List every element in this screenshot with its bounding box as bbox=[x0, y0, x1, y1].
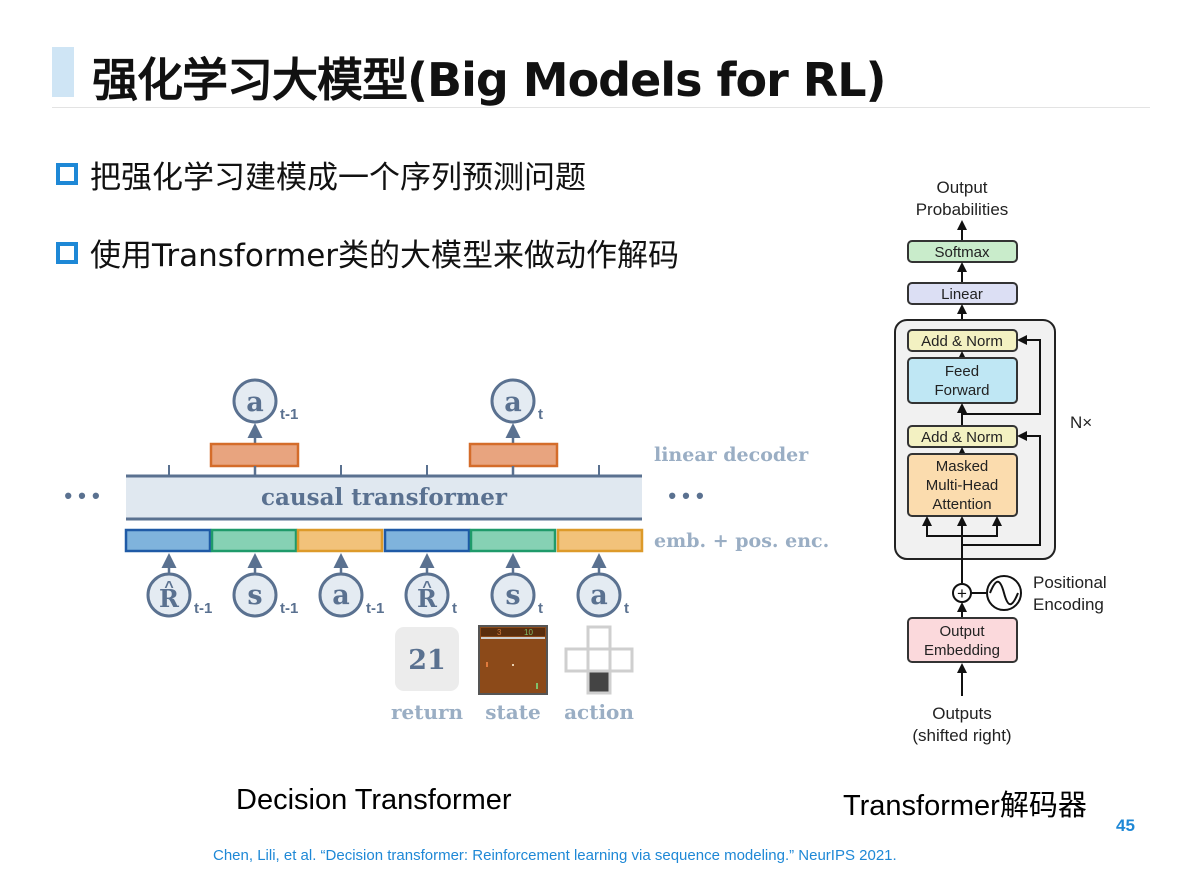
node-symbol: a bbox=[590, 580, 608, 611]
decision-transformer-diagram: a t-1 a t causal transformer • • • • • •… bbox=[64, 378, 829, 724]
bullet-text-2: 使用Transformer类的大模型来做动作解码 bbox=[90, 238, 680, 274]
game-score-left: 3 bbox=[497, 628, 502, 637]
plus-symbol: + bbox=[957, 584, 967, 603]
sine-wave-icon bbox=[986, 575, 1022, 611]
bullet-square-icon bbox=[56, 163, 78, 185]
return-example-label: return bbox=[391, 700, 464, 724]
transformer-decoder-diagram: Output Probabilities Softmax Linear Add … bbox=[894, 178, 1107, 745]
node-symbol: a bbox=[246, 387, 264, 418]
node-symbol: a bbox=[504, 387, 522, 418]
causal-transformer-label: causal transformer bbox=[261, 484, 508, 511]
title-divider bbox=[52, 107, 1150, 108]
feed-forward-label-1: Feed bbox=[945, 363, 979, 380]
bullet-text-1: 把强化学习建模成一个序列预测问题 bbox=[90, 160, 586, 196]
game-score-right: 10 bbox=[524, 628, 533, 637]
action-dpad-icon bbox=[564, 625, 634, 695]
return-embedding-token bbox=[124, 528, 212, 553]
page-number: 45 bbox=[1116, 816, 1135, 835]
node-subscript: t-1 bbox=[280, 406, 298, 423]
input-action-node-t-1: a t-1 bbox=[318, 572, 384, 618]
action-example-label: action bbox=[564, 700, 634, 724]
return-example-value: 21 bbox=[408, 645, 446, 676]
causal-transformer-block bbox=[126, 476, 642, 519]
node-subscript: t bbox=[624, 600, 629, 617]
node-subscript: t bbox=[452, 600, 457, 617]
linear-decoder-block bbox=[209, 442, 300, 468]
ellipsis-left: • • • bbox=[64, 483, 99, 508]
return-example-card bbox=[395, 627, 459, 691]
action-embedding-token bbox=[556, 528, 644, 553]
output-action-node-t-1: a t-1 bbox=[232, 378, 298, 424]
output-action-node-t: a t bbox=[490, 378, 543, 424]
node-subscript: t bbox=[538, 600, 543, 617]
input-action-node-t: a t bbox=[576, 572, 629, 618]
positional-encoding-label-1: Positional bbox=[1033, 573, 1107, 592]
node-hat: ^ bbox=[164, 579, 173, 596]
input-state-node-t-1: s t-1 bbox=[232, 572, 298, 618]
add-norm-top-label: Add & Norm bbox=[921, 333, 1003, 350]
softmax-label: Softmax bbox=[934, 244, 990, 261]
node-symbol: s bbox=[505, 580, 520, 611]
ellipsis-right: • • • bbox=[668, 483, 703, 508]
node-subscript: t-1 bbox=[366, 600, 384, 617]
state-example-label: state bbox=[485, 700, 540, 724]
slide-title: 强化学习大模型(Big Models for RL) bbox=[92, 53, 887, 107]
node-subscript: t-1 bbox=[194, 600, 212, 617]
game-state-frame-image: 3 10 bbox=[478, 625, 548, 695]
transformer-decoder-caption: Transformer解码器 bbox=[843, 790, 1087, 822]
state-embedding-token bbox=[210, 528, 298, 553]
repeat-label: N× bbox=[1070, 413, 1092, 432]
node-symbol: R bbox=[417, 584, 438, 613]
title-accent-bar bbox=[52, 47, 74, 97]
masked-attention-label-1: Masked bbox=[936, 458, 989, 475]
decision-transformer-caption: Decision Transformer bbox=[236, 784, 512, 816]
masked-attention-label-2: Multi-Head bbox=[926, 477, 999, 494]
outputs-label-1: Outputs bbox=[932, 704, 992, 723]
add-norm-bottom-label: Add & Norm bbox=[921, 429, 1003, 446]
node-symbol: R bbox=[159, 584, 180, 613]
node-subscript: t bbox=[538, 406, 543, 423]
output-embedding-block bbox=[907, 617, 1018, 663]
linear-label: Linear bbox=[941, 286, 983, 303]
node-hat: ^ bbox=[422, 579, 431, 596]
masked-attention-label-3: Attention bbox=[932, 496, 991, 513]
input-return-node-t-1: ^ R t-1 bbox=[146, 572, 212, 618]
positional-encoding-label-2: Encoding bbox=[1033, 595, 1104, 614]
linear-decoder-label: linear decoder bbox=[654, 444, 809, 466]
node-symbol: s bbox=[247, 580, 262, 611]
output-probabilities-label-1: Output bbox=[936, 178, 987, 197]
node-symbol: a bbox=[332, 580, 350, 611]
embedding-label: emb. + pos. enc. bbox=[654, 530, 829, 552]
outputs-label-2: (shifted right) bbox=[912, 726, 1011, 745]
linear-decoder-block bbox=[468, 442, 559, 468]
output-probabilities-label-2: Probabilities bbox=[916, 200, 1009, 219]
feed-forward-label-2: Forward bbox=[934, 382, 989, 399]
action-embedding-token bbox=[296, 528, 384, 553]
state-embedding-token bbox=[469, 528, 557, 553]
input-return-node-t: ^ R t bbox=[404, 572, 457, 618]
input-state-node-t: s t bbox=[490, 572, 543, 618]
output-embedding-label-1: Output bbox=[939, 623, 985, 640]
node-subscript: t-1 bbox=[280, 600, 298, 617]
bullet-square-icon bbox=[56, 242, 78, 264]
output-embedding-label-2: Embedding bbox=[924, 642, 1000, 659]
return-embedding-token bbox=[383, 528, 471, 553]
citation: Chen, Lili, et al. “Decision transformer… bbox=[213, 847, 897, 864]
